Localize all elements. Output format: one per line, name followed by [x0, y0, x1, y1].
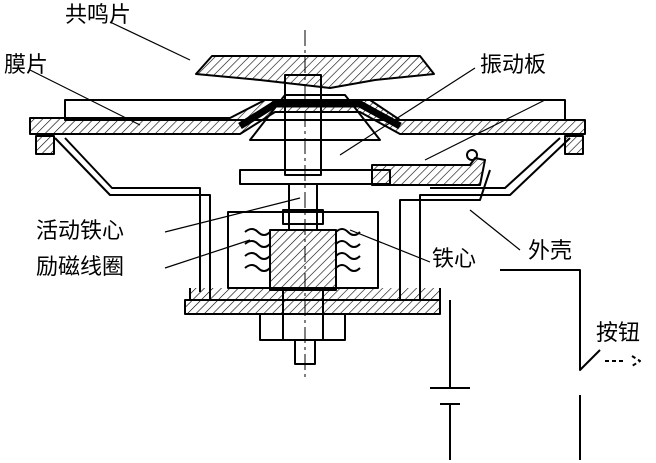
iron-core	[259, 74, 346, 365]
housing	[54, 137, 571, 315]
label-iron-core: 铁心	[432, 247, 476, 272]
label-button: 按钮	[596, 321, 640, 346]
leader-lines	[29, 21, 546, 269]
label-diaphragm: 膜片	[4, 53, 48, 78]
label-moving-core: 活动铁心	[36, 219, 124, 244]
excitation-coil	[227, 211, 379, 289]
circuit-wiring	[399, 169, 641, 460]
label-excitation-coil: 励磁线圈	[36, 255, 124, 280]
resonator-disc	[195, 55, 435, 89]
diaphragm	[29, 99, 586, 155]
label-vibration-plate: 振动板	[480, 53, 546, 78]
label-housing: 外壳	[528, 239, 572, 264]
label-resonator: 共鸣片	[65, 3, 131, 28]
